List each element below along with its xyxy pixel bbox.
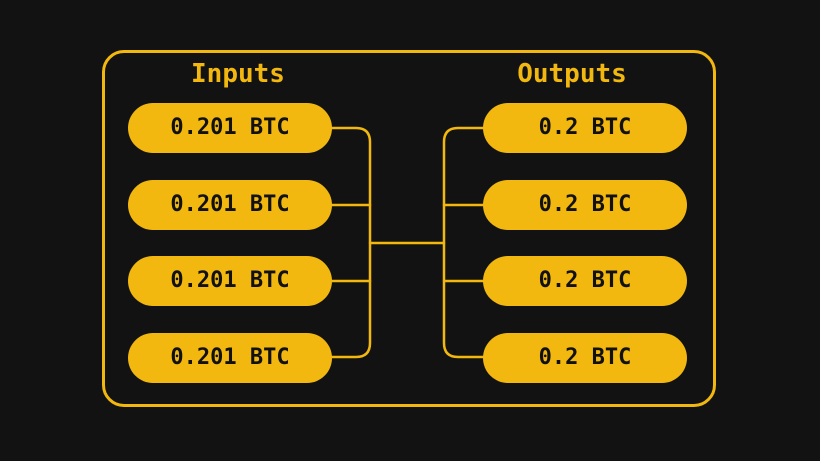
output-pill: 0.2 BTC bbox=[483, 333, 687, 383]
input-pill: 0.201 BTC bbox=[128, 103, 332, 153]
inputs-heading: Inputs bbox=[191, 59, 285, 89]
output-pill: 0.2 BTC bbox=[483, 103, 687, 153]
output-connector bbox=[442, 126, 485, 359]
output-pill: 0.2 BTC bbox=[483, 180, 687, 230]
input-connector bbox=[330, 126, 372, 359]
output-pill: 0.2 BTC bbox=[483, 256, 687, 306]
outputs-heading: Outputs bbox=[517, 59, 627, 89]
input-pill: 0.201 BTC bbox=[128, 333, 332, 383]
transaction-frame bbox=[102, 50, 716, 407]
input-pill: 0.201 BTC bbox=[128, 180, 332, 230]
input-pill: 0.201 BTC bbox=[128, 256, 332, 306]
